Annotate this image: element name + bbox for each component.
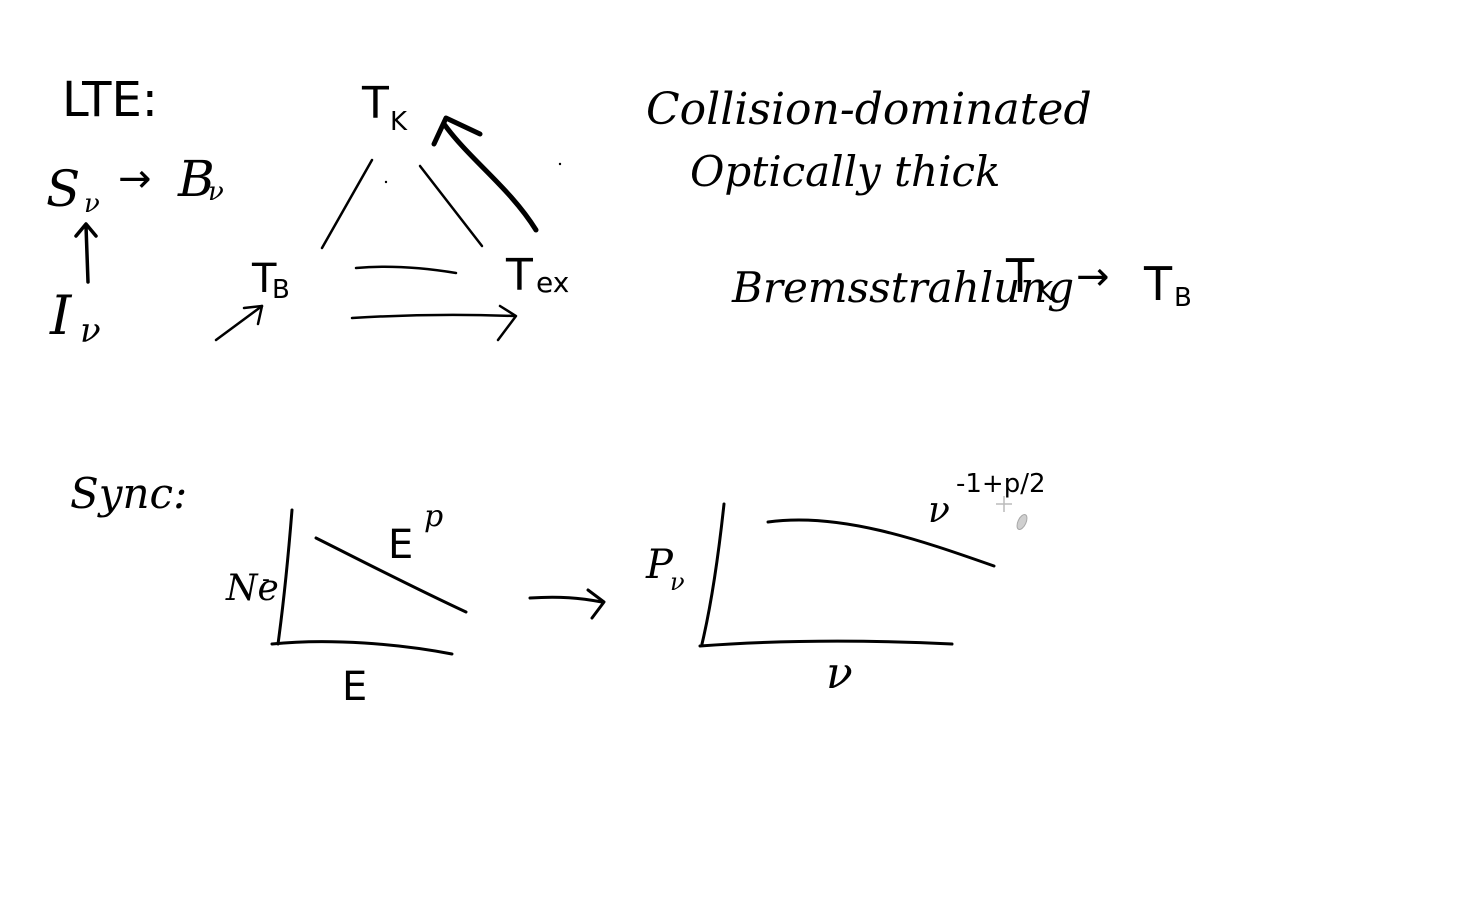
sync-heading: Sync: <box>70 469 187 518</box>
brems-relation-arrow: → <box>1076 254 1110 300</box>
bremsstrahlung-relation: T K → T B <box>1005 249 1192 313</box>
plot1-ylabel: Ne <box>225 568 279 609</box>
planck-function-symbol: B <box>177 150 215 208</box>
brems-brightness-temperature-symbol: T <box>1143 257 1173 311</box>
plot2-x-axis <box>698 639 954 648</box>
plot2-ylabel: P <box>645 542 674 588</box>
brems-kinetic-temperature-subscript: K <box>1036 277 1054 307</box>
plot1-curve-label: E <box>388 522 413 568</box>
plot1-curve-label-exponent: p <box>424 499 443 534</box>
intensity-symbol: I <box>49 284 73 347</box>
planck-function-subscript: ν <box>208 177 224 207</box>
intensity-subscript: ν <box>80 311 101 351</box>
condition-optically-thick: Optically thick <box>690 147 1000 196</box>
synchrotron-spectrum-sketch: P ν ν ν -1+p/2 <box>645 469 1046 699</box>
plot1-y-axis <box>276 508 294 646</box>
plot1-x-axis <box>270 640 454 656</box>
plot1-curve <box>314 536 468 614</box>
pen-cursor-icon <box>996 496 1028 530</box>
bold-curved-arrow-icon <box>431 115 539 233</box>
kinetic-temperature-symbol: T <box>361 78 389 129</box>
source-function-subscript: ν <box>84 189 100 219</box>
plot2-curve <box>766 518 996 568</box>
brightness-temperature-symbol: T <box>251 256 277 302</box>
excitation-temperature-symbol: T <box>505 250 533 301</box>
brightness-temperature-subscript: B <box>272 275 290 305</box>
brems-brightness-temperature-subscript: B <box>1174 283 1192 313</box>
plot1-ylabel-superscript: - <box>262 567 270 592</box>
plot2-curve-label-exponent: -1+p/2 <box>956 469 1046 499</box>
diagonal-arrow-icon <box>214 304 264 342</box>
electron-distribution-sketch: Ne - E E p <box>225 499 468 710</box>
sync-right-arrow-icon <box>528 588 606 620</box>
kinetic-temperature-subscript: K <box>390 107 408 137</box>
brems-kinetic-temperature-symbol: T <box>1005 249 1035 303</box>
relation-arrow: → <box>118 156 152 202</box>
plot2-xlabel: ν <box>826 648 853 699</box>
up-arrow-icon <box>74 222 98 284</box>
bremsstrahlung-label: Bremsstrahlung <box>731 263 1074 312</box>
right-arrow-icon <box>350 304 518 342</box>
source-function-symbol: S <box>46 160 80 218</box>
plot2-ylabel-subscript: ν <box>670 568 685 596</box>
plot1-xlabel: E <box>342 664 367 710</box>
temperature-triangle: T K T B T ex <box>214 78 569 342</box>
condition-collision-dominated: Collision-dominated <box>646 84 1092 135</box>
plot2-curve-label: ν <box>928 490 950 531</box>
plot2-y-axis <box>700 502 726 646</box>
excitation-temperature-subscript: ex <box>536 266 569 299</box>
source-function-relation: S ν → B ν <box>46 150 224 219</box>
lte-heading: LTE: <box>62 72 158 128</box>
